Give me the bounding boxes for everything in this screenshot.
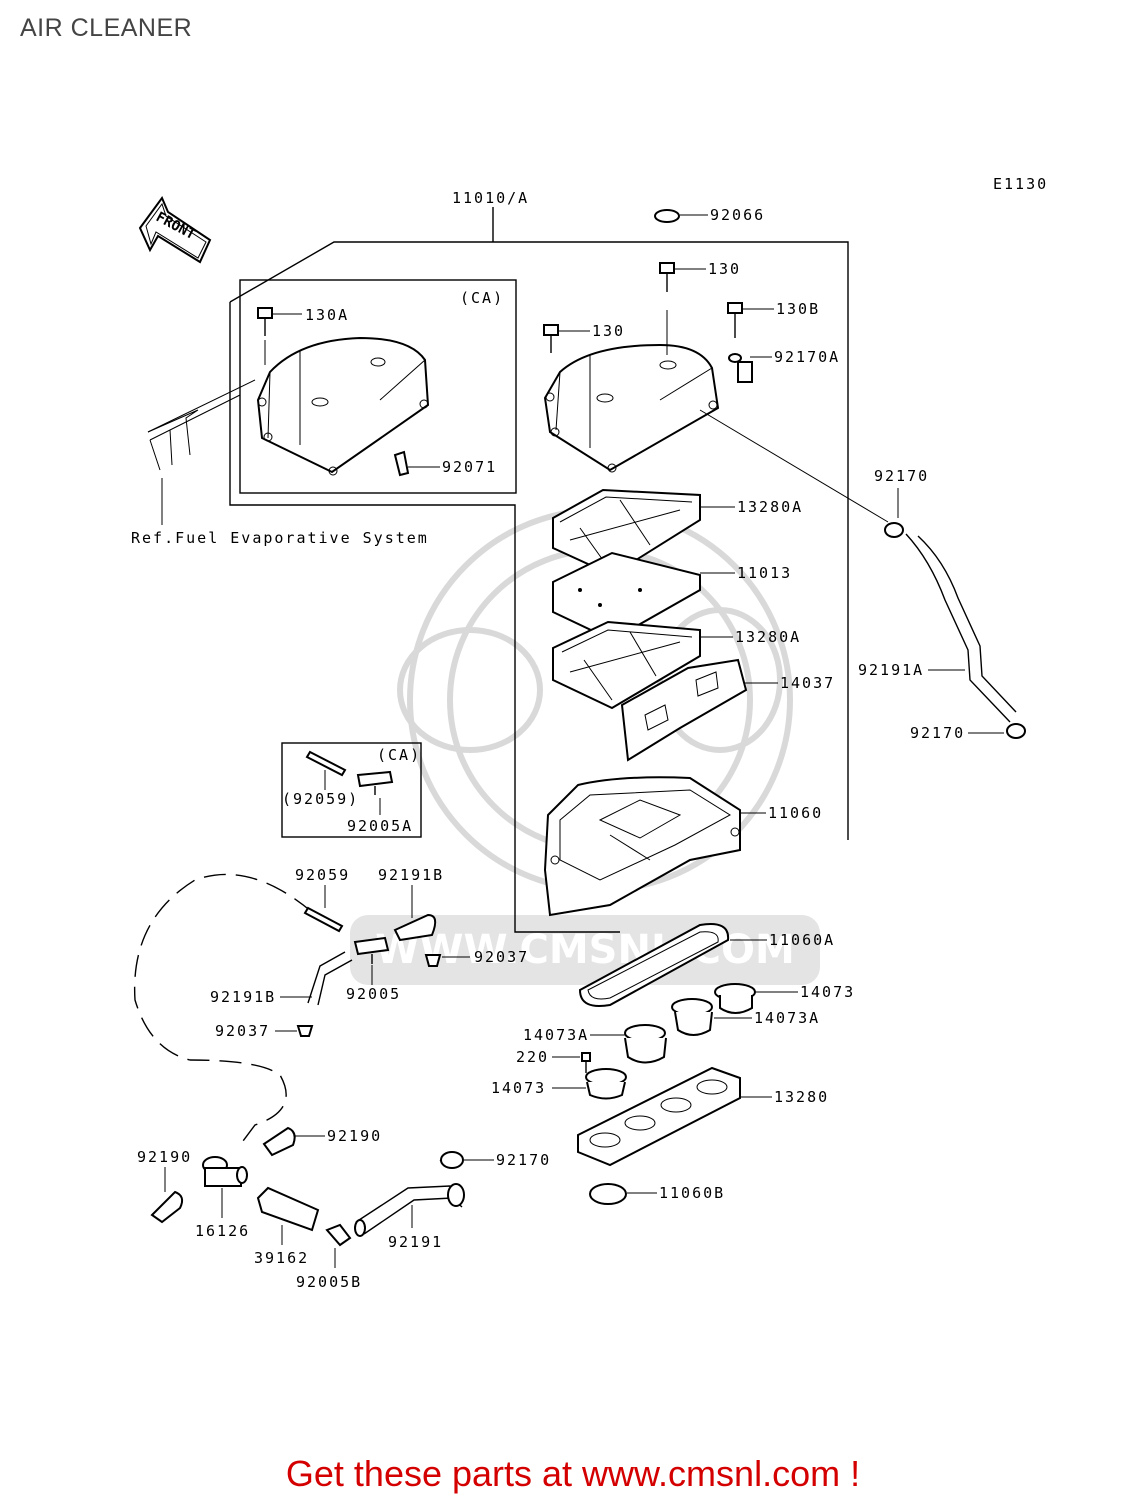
label-92190-left: 92190 [137,1148,192,1166]
label-92191b-top: 92191B [378,866,444,884]
filter-39162-icon [256,1186,320,1232]
clip-92037-upper-icon [424,954,442,967]
variant-tag-1: (CA) [460,289,504,307]
hose-92191a-icon [905,533,1017,723]
fitting-92071-icon [393,450,410,477]
seal-11060a-icon [578,923,730,1007]
pipe-92059-icon [303,906,344,933]
label-11060b: 11060B [659,1184,725,1202]
holder-14073-upper-icon [714,983,756,1014]
valve-16126-icon [202,1156,248,1187]
label-16126: 16126 [195,1222,250,1240]
watermark-text: WWW.CMSNL.COM [375,927,795,973]
hose-92191b-lower-icon [307,951,353,1006]
label-92191b-left: 92191B [210,988,276,1006]
label-92170-top: 92170 [874,467,929,485]
hose-clip-bracket-icon [147,379,256,471]
clamp-92170-low-icon [439,1151,464,1169]
label-14073a-left: 14073A [523,1026,589,1044]
reference-note: Ref.Fuel Evaporative System [131,529,429,547]
clamp-92170a-icon [728,353,753,383]
o-ring-11060b-icon [589,1183,627,1205]
label-92170a: 92170A [774,348,840,366]
label-92066: 92066 [710,206,765,224]
label-11010a: 11010/A [452,189,529,207]
ca-box-cover [239,279,517,494]
label-92005b: 92005B [296,1273,362,1291]
elbow-92190-left-icon [150,1190,184,1224]
ca-box-fittings [281,742,422,838]
hose-92191-icon [354,1183,465,1237]
bolt-130-top-icon [659,262,675,292]
clamp-92170-upper-icon [884,522,904,538]
holder-14073a-right-icon [671,998,713,1036]
air-cleaner-cover-ca [256,336,430,476]
label-92170-low: 92170 [496,1151,551,1169]
label-92059-ca: (92059) [282,790,359,808]
label-130b: 130B [776,300,820,318]
pipe-92059-ca-icon [305,750,347,777]
bolt-130b-icon [727,302,743,338]
label-92005: 92005 [346,985,401,1003]
label-92190-mid: 92190 [327,1127,382,1145]
bolt-130-left-icon [543,324,559,353]
elbow-92005b-icon [325,1223,352,1247]
label-11013: 11013 [737,564,792,582]
bolt-130a-icon [257,307,273,336]
label-92037-top: 92037 [474,948,529,966]
filter-frame-13280a-lower-icon [552,620,701,710]
label-14037: 14037 [780,674,835,692]
label-130a: 130A [305,306,349,324]
joint-92005-icon [353,936,390,964]
label-13280a-lower: 13280A [735,628,801,646]
label-92037-left: 92037 [215,1022,270,1040]
screw-220-icon [581,1052,591,1073]
footer-link[interactable]: Get these parts at www.cmsnl.com ! [285,1453,861,1494]
label-14073a-right: 14073A [754,1009,820,1027]
vacuum-hose-dashed [133,873,313,1146]
label-130-left: 130 [592,322,625,340]
label-92191a: 92191A [858,661,924,679]
elbow-92190-mid-icon [262,1126,296,1157]
panel-14037-icon [620,658,748,762]
diagram-code: E1130 [993,175,1048,193]
joint-92005a-icon [356,770,394,795]
label-92005a: 92005A [347,817,413,835]
label-130-top: 130 [708,260,741,278]
clip-92037-lower-icon [296,1025,314,1037]
label-13280: 13280 [774,1088,829,1106]
assembly-bracket [229,207,849,933]
cap-92066-icon [654,209,680,223]
filter-frame-13280a-upper-icon [552,488,701,577]
air-cleaner-housing-11060-icon [543,776,741,917]
filter-element-11013-icon [552,551,701,642]
air-cleaner-cover [543,343,720,473]
hose-92191b-upper-icon [393,913,437,942]
front-arrow-icon: FRONT [138,195,212,264]
label-11060: 11060 [768,804,823,822]
clamp-92170-lower-icon [1006,723,1026,739]
label-220: 220 [516,1048,549,1066]
label-92059: 92059 [295,866,350,884]
label-92071: 92071 [442,458,497,476]
holder-14073a-left-icon [624,1024,667,1064]
variant-tag-2: (CA) [377,746,421,764]
label-39162: 39162 [254,1249,309,1267]
label-13280a-upper: 13280A [737,498,803,516]
label-92191: 92191 [388,1233,443,1251]
label-14073-left: 14073 [491,1079,546,1097]
label-11060a: 11060A [769,931,835,949]
gasket-plate-13280-icon [577,1066,741,1167]
label-92170-mid: 92170 [910,724,965,742]
holder-14073-lower-icon [585,1068,627,1100]
label-14073-top: 14073 [800,983,855,1001]
page-title: AIR CLEANER [20,14,193,42]
